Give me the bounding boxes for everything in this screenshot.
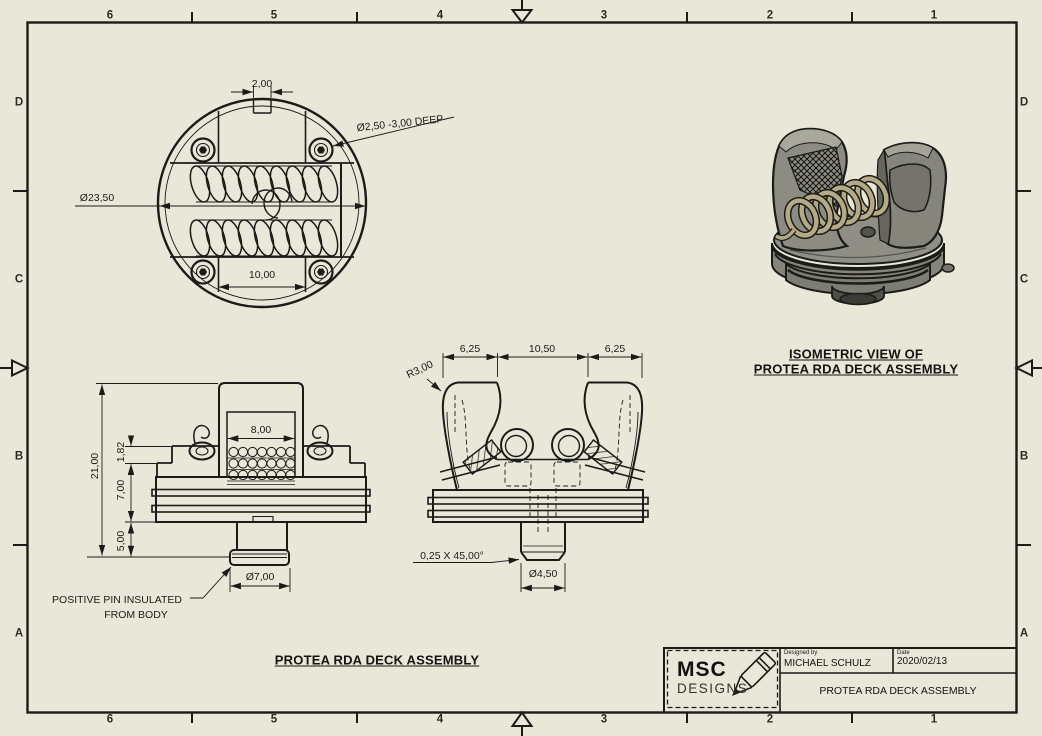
dim-lip-height: 1,82: [114, 441, 127, 463]
zone-col-label: 4: [436, 713, 444, 726]
iso-caption-line2: PROTEA RDA DECK ASSEMBLY: [753, 361, 959, 377]
dim-total-height: 21,00: [88, 452, 101, 480]
zone-col-label: 6: [106, 9, 114, 22]
zone-row-label: D: [14, 96, 24, 109]
zone-row-label: B: [14, 450, 24, 463]
dim-tab-width: 2,00: [251, 77, 273, 90]
dim-block-span: 10,00: [248, 268, 276, 281]
designed-by-value: MICHAEL SCHULZ: [784, 658, 871, 669]
view-caption: PROTEA RDA DECK ASSEMBLY: [274, 652, 480, 668]
dim-coil-block: 8,00: [250, 423, 272, 436]
title-block-title: PROTEA RDA DECK ASSEMBLY: [819, 684, 977, 697]
zone-col-label: 1: [930, 9, 938, 22]
dim-body-height: 7,00: [114, 479, 127, 501]
zone-row-label: D: [1019, 96, 1029, 109]
dim-pin-diameter-side: Ø4,50: [528, 567, 558, 580]
zone-col-label: 3: [600, 713, 608, 726]
side-screw-right: [306, 424, 334, 461]
title-block-lines: [663, 647, 1017, 713]
zone-row-label: C: [1019, 273, 1029, 286]
zone-row-label: B: [1019, 450, 1029, 463]
zone-col-label: 2: [766, 9, 774, 22]
dim-post-right: 6,25: [604, 342, 626, 355]
zone-col-label: 3: [600, 9, 608, 22]
side-view: [413, 353, 649, 592]
dim-pin-diameter: Ø7,00: [245, 570, 275, 583]
zone-row-label: A: [1019, 627, 1029, 640]
deck-screw-top-right: [308, 137, 334, 163]
dim-pin-length: 5,00: [114, 530, 127, 552]
deck-screw-top-left: [190, 137, 216, 163]
zone-row-label: C: [14, 273, 24, 286]
zone-col-label: 2: [766, 713, 774, 726]
note-positive-pin-line1: POSITIVE PIN INSULATED: [52, 593, 182, 606]
side-screw-left: [188, 424, 216, 461]
date-value: 2020/02/13: [897, 656, 948, 667]
logo-msc: MSC: [677, 658, 727, 681]
zone-col-label: 5: [270, 713, 278, 726]
deck-screw-bottom-left: [190, 259, 216, 285]
deck-screw-bottom-right: [308, 259, 334, 285]
zone-row-label: A: [14, 627, 24, 640]
dim-post-left: 6,25: [459, 342, 481, 355]
dim-post-gap: 10,50: [528, 342, 556, 355]
zone-col-label: 4: [436, 9, 444, 22]
logo-designs: DESIGNS: [677, 681, 749, 696]
zone-col-label: 1: [930, 713, 938, 726]
zone-col-label: 6: [106, 713, 114, 726]
dim-chamfer: 0,25 X 45,00°: [420, 549, 484, 562]
zone-col-label: 5: [270, 9, 278, 22]
date-label: Date: [897, 650, 910, 656]
designed-by-label: Designed by: [784, 650, 818, 656]
front-view: [87, 382, 371, 599]
isometric-view: [771, 127, 955, 306]
top-view: [75, 86, 455, 309]
note-positive-pin-line2: FROM BODY: [104, 608, 168, 621]
dim-deck-diameter: Ø23,50: [79, 191, 115, 204]
pencil-icon: [732, 651, 777, 696]
iso-caption-line1: ISOMETRIC VIEW OF: [788, 346, 924, 362]
